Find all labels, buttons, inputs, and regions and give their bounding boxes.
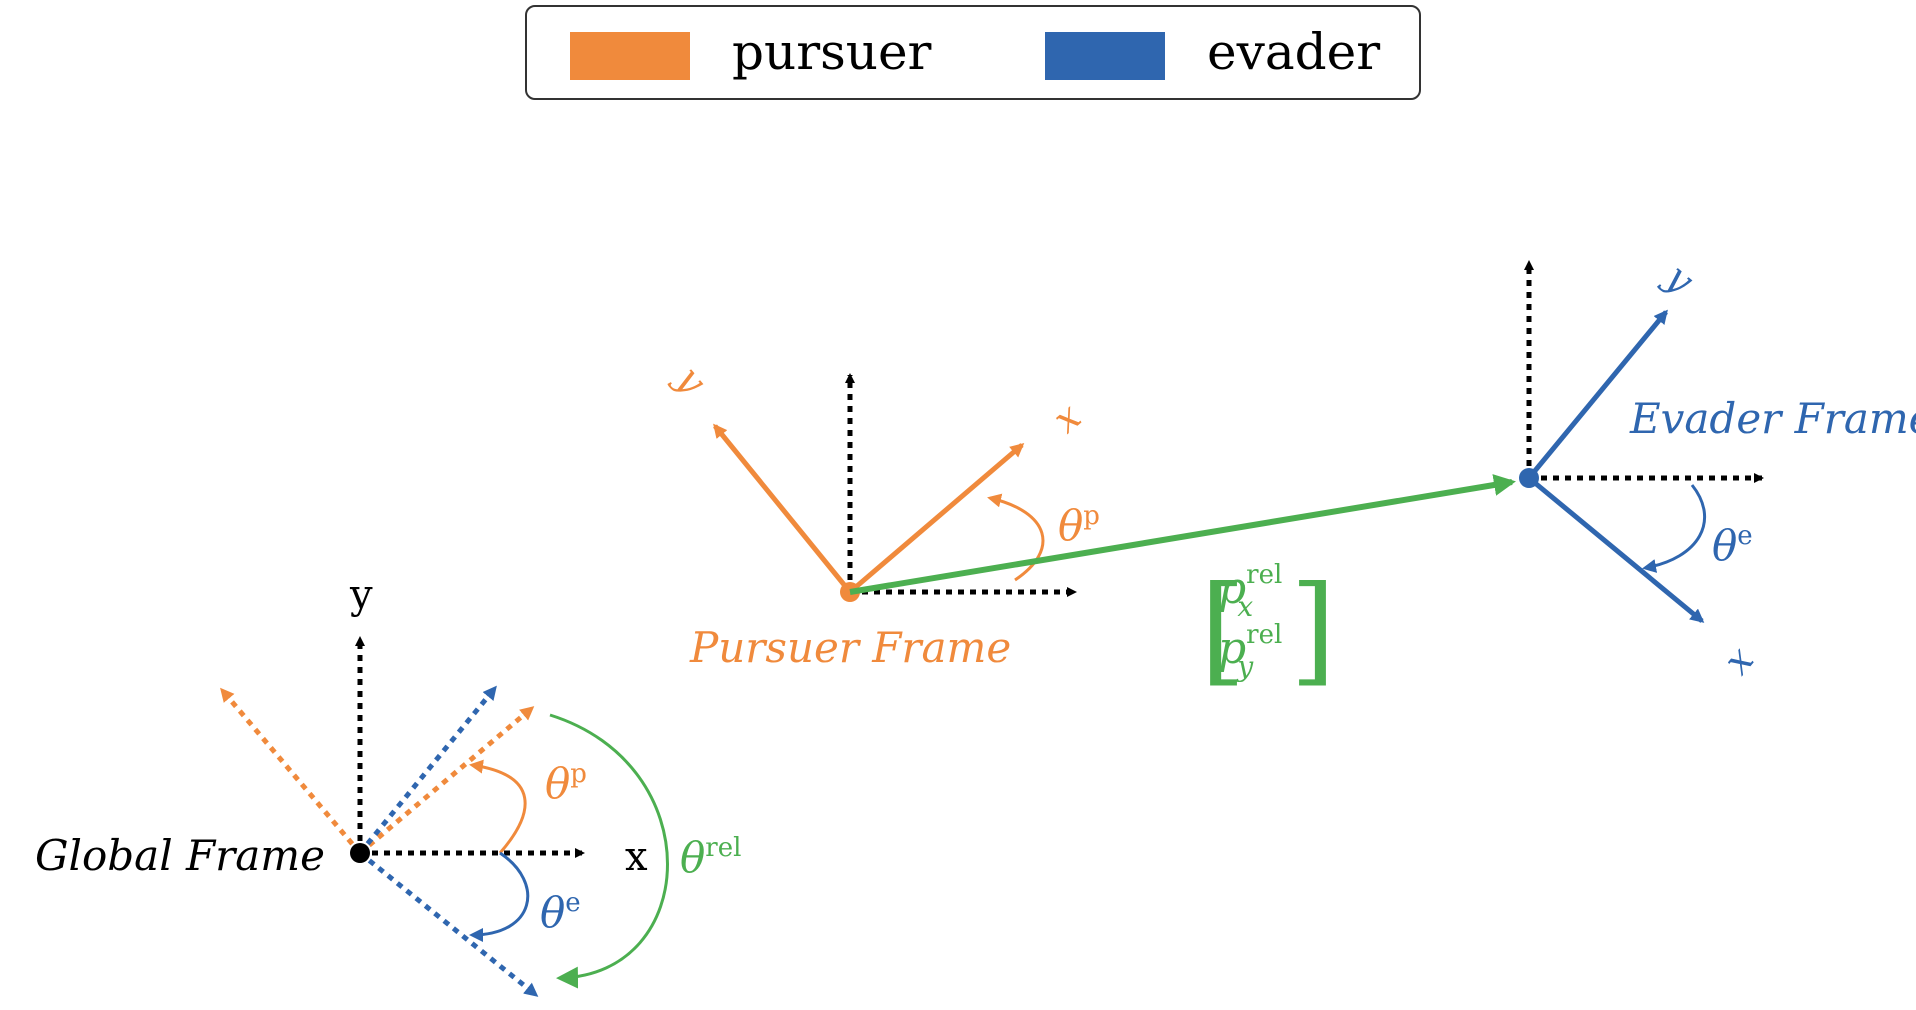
global-frame: Global Frame x y θp θe θrel — [35, 572, 741, 997]
legend-label-pursuer: pursuer — [732, 23, 932, 81]
evader-origin — [1519, 468, 1539, 488]
evader-y-label: y — [1656, 253, 1703, 302]
global-theta-p-arc — [469, 759, 527, 854]
global-pursuer-normal — [220, 687, 362, 855]
global-evader-normal — [358, 685, 497, 855]
relative-vector-left-bracket: [ — [1200, 560, 1246, 698]
legend: pursuer evader — [525, 5, 1421, 100]
evader-frame-label: Evader Frame — [1629, 394, 1916, 443]
evader-frame: θe y x Evader Frame — [1519, 253, 1916, 683]
evader-theta-e-label: θe — [1712, 521, 1753, 570]
global-origin — [350, 843, 370, 863]
global-theta-e-arc — [469, 851, 530, 942]
global-y-label: y — [349, 572, 373, 618]
global-x-label: x — [625, 834, 648, 880]
evader-x-label: x — [1715, 638, 1762, 683]
pursuer-theta-p-label: θp — [1058, 501, 1100, 550]
pursuer-theta-p-arc — [987, 493, 1045, 582]
relative-vector-right-bracket: ] — [1290, 560, 1336, 698]
global-theta-rel-arc — [549, 713, 669, 989]
global-pursuer-heading — [358, 706, 535, 855]
pursuer-frame-label: Pursuer Frame — [689, 623, 1011, 672]
global-frame-label: Global Frame — [35, 831, 325, 880]
legend-swatch-evader — [1045, 32, 1165, 80]
relative-position-vector — [849, 474, 1516, 595]
evader-x-axis — [1527, 476, 1705, 623]
legend-label-evader: evader — [1207, 23, 1381, 81]
global-theta-p-label: θp — [545, 759, 587, 808]
pursuer-y-axis — [713, 423, 852, 594]
global-theta-e-label: θe — [540, 888, 581, 937]
evader-y-axis — [1527, 309, 1668, 480]
pursuer-frame: θp x y Pursuer Frame — [666, 356, 1100, 672]
pursuer-y-label: y — [666, 356, 715, 403]
legend-swatch-pursuer — [570, 32, 690, 80]
evader-theta-e-arc — [1642, 484, 1706, 573]
pursuer-x-label: x — [1044, 394, 1089, 441]
global-evader-heading — [358, 851, 539, 997]
pursuer-x-axis — [848, 443, 1025, 594]
global-theta-rel-label: θrel — [680, 833, 741, 882]
